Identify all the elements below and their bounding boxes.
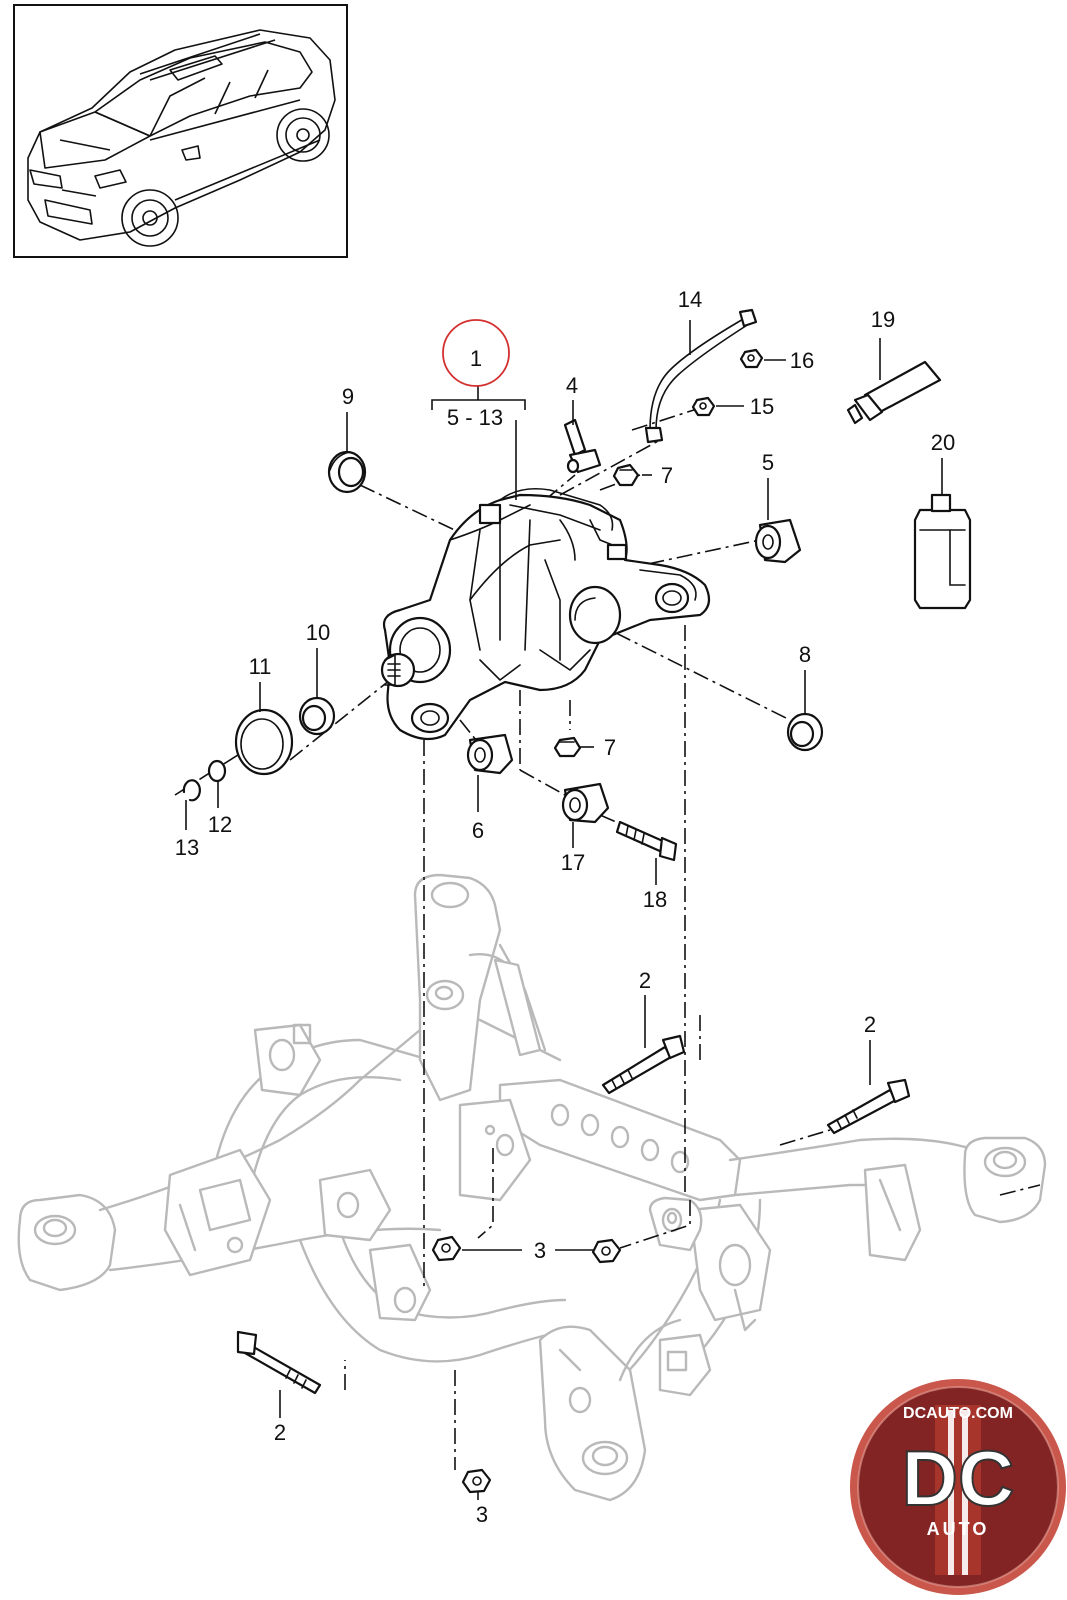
logo-top-text: DCAUTO.COM [903,1405,1013,1422]
callout-8: 8 [799,642,811,667]
callout-labels: 1 5 - 13 2 2 2 3 3 4 5 6 7 7 8 9 10 11 1… [175,287,955,1527]
part-11-seal-ring [234,708,294,776]
rear-differential-housing [380,487,711,741]
part-20-oil-bottle [913,493,972,610]
logo-big-text: DC [902,1434,1015,1522]
part-7-nut-top [612,463,640,487]
rear-subframe [17,873,1047,1502]
callout-9: 9 [342,384,354,409]
callout-4: 4 [566,373,578,398]
callout-6: 6 [472,818,484,843]
part-16-nut [739,348,764,369]
callout-14: 14 [678,287,702,312]
part-9-seal [327,450,367,494]
vehicle-thumbnail [13,4,348,258]
callout-5-13: 5 - 13 [447,405,503,430]
part-1-highlight-circle [442,319,510,387]
callout-16: 16 [790,348,814,373]
callout-7-bottom: 7 [604,735,616,760]
part-3-nut-right [591,1238,622,1264]
callout-3-bottom: 3 [476,1502,488,1527]
callout-2-right: 2 [864,1012,876,1037]
callout-7-top: 7 [661,463,673,488]
callout-15: 15 [750,394,774,419]
part-2-bolt-lower [236,1330,322,1395]
part-3-nut-left [431,1235,462,1262]
dcauto-logo: DCAUTO.COM DC AUTO [850,1379,1066,1595]
part-14-ground-strap [644,308,758,444]
part-7-nut-bottom [553,736,582,758]
callout-11: 11 [249,654,272,679]
part-2-bolt-upper [601,1034,686,1095]
part-12-circlip [207,759,227,783]
part-19-sealant-tube [846,360,942,425]
part-8-seal [786,712,824,752]
callout-20: 20 [931,430,955,455]
part-5-bushing [754,518,802,564]
callout-13: 13 [175,835,199,860]
part-6-bushing [466,733,514,775]
callout-19: 19 [871,307,895,332]
callout-17: 17 [561,850,585,875]
part-4-sensor [563,418,602,474]
callout-3-center: 3 [534,1238,546,1263]
callout-18: 18 [643,887,667,912]
part-18-bolt [615,820,678,862]
callout-10: 10 [306,620,330,645]
callout-5: 5 [762,450,774,475]
suv-illustration [27,29,336,247]
callout-1: 1 [470,346,482,371]
leader-lines [185,320,943,1500]
callout-2-lower: 2 [274,1420,286,1445]
callout-12: 12 [208,812,232,837]
part-3-nut-bottom [461,1468,492,1494]
callout-2-upper: 2 [639,968,651,993]
part-15-nut [691,396,716,417]
logo-bottom-text: AUTO [927,1519,990,1539]
part-13-snap-ring [182,779,201,802]
part-17-bushing [561,782,610,824]
part-2-bolt-right [826,1078,911,1135]
part-10-seal [298,696,336,736]
